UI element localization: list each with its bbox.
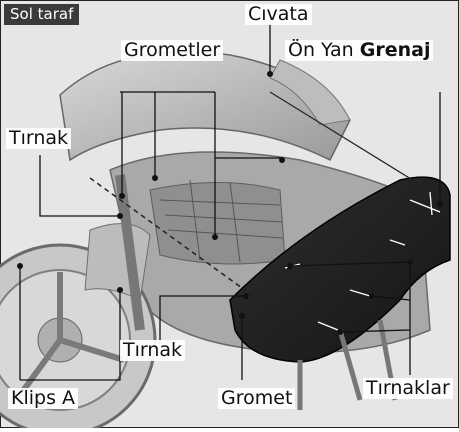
label-on-yan-grenaj: Ön Yan Grenaj [285, 40, 433, 61]
section-tag: Sol taraf [4, 4, 79, 25]
label-gromet: Gromet [218, 388, 295, 409]
label-tirnak-bottom: Tırnak [120, 340, 185, 361]
engine-block [150, 183, 285, 265]
label-on-yan-prefix: Ön Yan [288, 39, 354, 61]
label-tirnak-left: Tırnak [6, 128, 71, 149]
label-civata-top: Cıvata [245, 4, 312, 25]
label-grenaj-bold: Grenaj [360, 39, 431, 61]
label-klips-a: Klips A [8, 388, 78, 409]
label-tirnaklar: Tırnaklar [363, 378, 453, 399]
label-grometler: Grometler [121, 40, 223, 61]
